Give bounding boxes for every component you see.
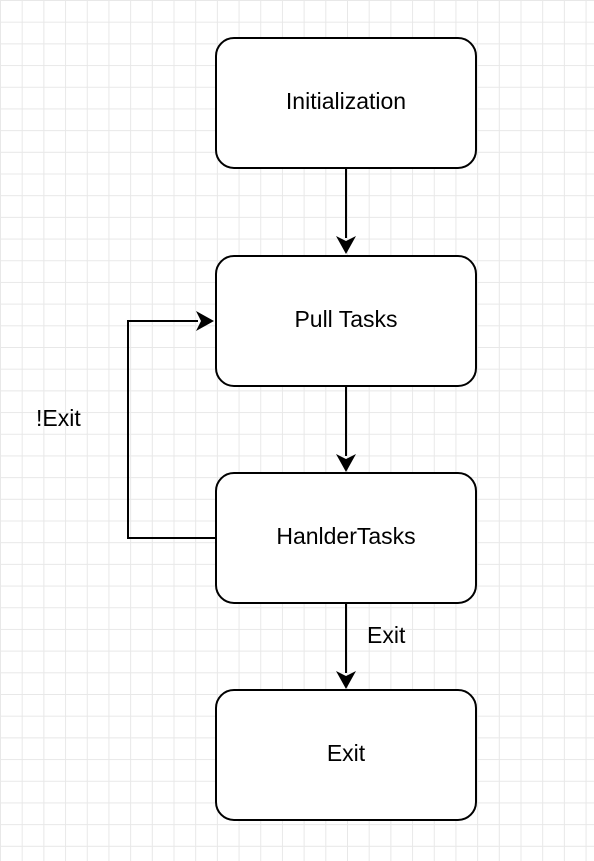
edge-label-exit: Exit [367,622,406,648]
node-label-pull-tasks: Pull Tasks [294,306,397,332]
edge-pull-to-handle [336,386,356,472]
node-pull-tasks[interactable]: Pull Tasks [215,255,477,387]
node-initialization[interactable]: Initialization [215,37,477,169]
node-handler-tasks[interactable]: HanlderTasks [215,472,477,604]
node-exit[interactable]: Exit [215,689,477,821]
node-label-handler-tasks: HanlderTasks [276,523,415,549]
edge-init-to-pull [336,168,356,254]
node-label-exit: Exit [327,740,366,766]
edge-handle-to-pull-loop [127,311,216,539]
edge-label-not-exit: !Exit [36,405,81,431]
node-label-initialization: Initialization [286,88,406,114]
edge-handle-to-exit [336,603,356,689]
